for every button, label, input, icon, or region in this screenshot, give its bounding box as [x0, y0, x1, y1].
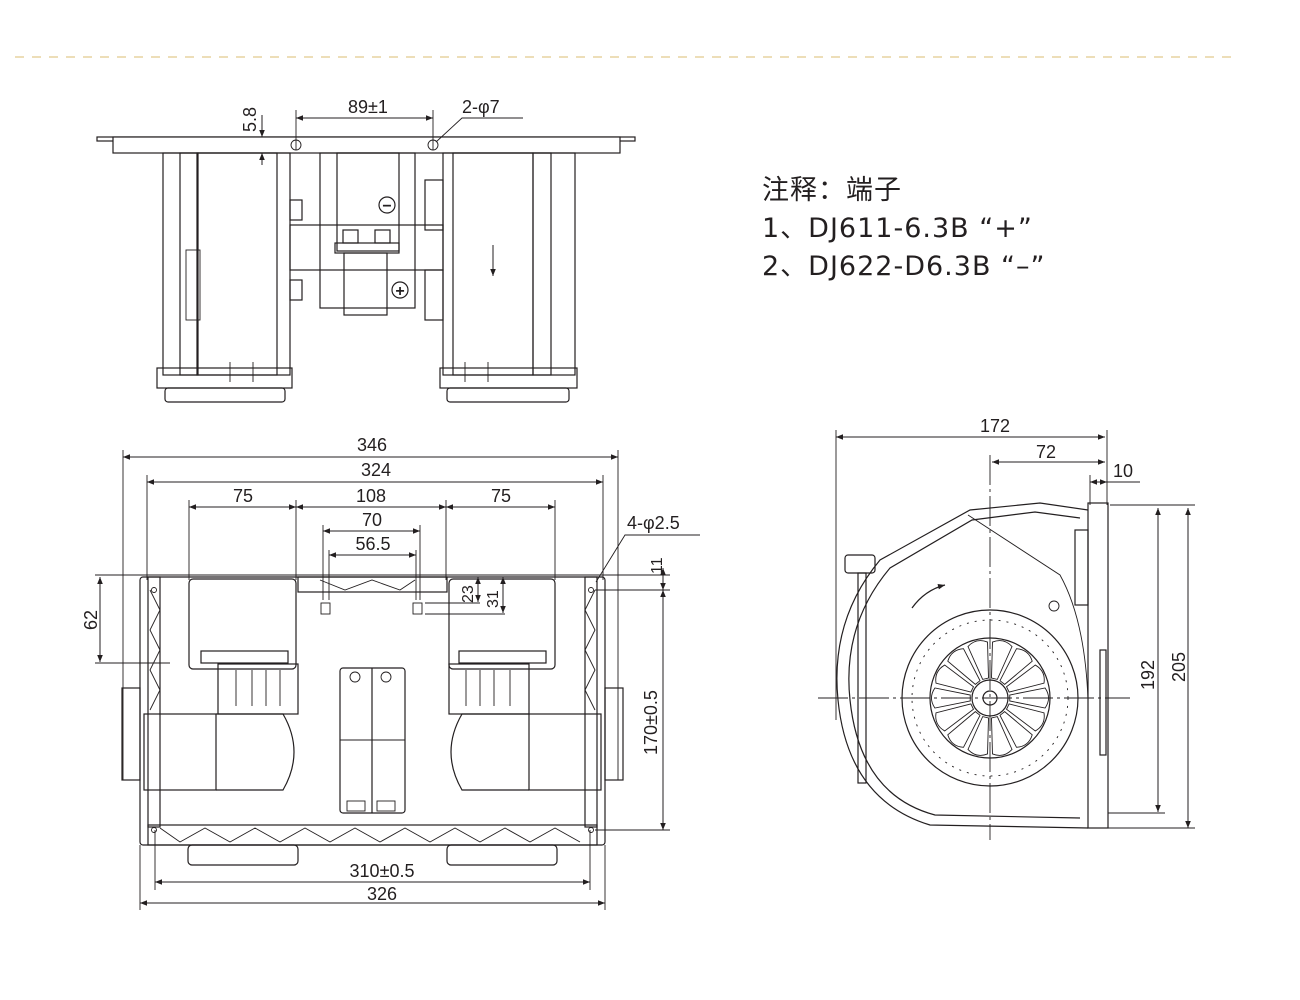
side-connector — [844, 554, 876, 574]
impeller-blade — [999, 648, 1033, 685]
top-view: − + 89±1 5.8 2-φ7 — [96, 97, 636, 403]
dim-right-outlet: 75 — [491, 486, 511, 506]
terminal-minus-icon: − — [378, 196, 396, 215]
impeller-blade — [1005, 664, 1045, 693]
dim-hole-spacing: 89±1 — [348, 97, 388, 117]
impeller-blade — [935, 664, 975, 693]
dim-axis-offset: 72 — [1036, 442, 1056, 462]
right-blower-housing — [439, 152, 578, 403]
center-motor — [289, 152, 444, 321]
left-outlet — [188, 578, 297, 670]
dim-plate-thickness: 5.8 — [240, 107, 260, 132]
dim-23: 23 — [460, 585, 477, 603]
rotation-arrow — [911, 583, 946, 609]
impeller-blade — [947, 711, 981, 748]
impeller-blade — [991, 640, 1013, 680]
svg-text:−: − — [382, 198, 391, 215]
dim-hole-pitch: 310±0.5 — [350, 861, 415, 881]
left-blower-housing — [156, 152, 293, 403]
front-view: 346 324 75 108 75 70 56.5 62 23 31 11 4-… — [81, 435, 700, 910]
dim-11: 11 — [649, 557, 666, 574]
impeller-blade — [967, 716, 989, 756]
note-item: 2、DJ622-D6.3B “–” — [762, 251, 1046, 282]
svg-text:+: + — [395, 283, 404, 300]
impeller-blade — [991, 716, 1013, 756]
terminal-plus-icon: + — [391, 281, 409, 300]
impeller-blade — [1009, 687, 1049, 709]
impeller-blade — [1005, 703, 1045, 732]
dim-31: 31 — [485, 590, 502, 608]
dim-flange: 10 — [1113, 461, 1133, 481]
dim-base: 326 — [367, 884, 397, 904]
dim-overall: 346 — [357, 435, 387, 455]
impeller-blade — [999, 711, 1033, 748]
impeller-blade — [931, 687, 971, 709]
dim-70: 70 — [362, 510, 382, 530]
terminal-notes: 注释：端子 1、DJ611-6.3B “+” 2、DJ622-D6.3B “–” — [762, 172, 1046, 286]
mounting-plate — [112, 136, 621, 154]
dim-body: 324 — [361, 460, 391, 480]
dim-205: 205 — [1169, 652, 1189, 682]
dim-192: 192 — [1138, 660, 1158, 690]
terminal-block — [339, 667, 406, 814]
scroll-housing — [836, 502, 1089, 829]
notes-title: 注释：端子 — [762, 175, 902, 206]
side-view: 172 72 10 192 205 — [818, 416, 1195, 840]
impeller-blades — [931, 640, 1049, 756]
note-item: 1、DJ611-6.3B “+” — [762, 213, 1033, 244]
dim-56-5: 56.5 — [355, 534, 390, 554]
impeller-blade — [935, 703, 975, 732]
dim-height: 170±0.5 — [641, 690, 661, 755]
dim-depth: 172 — [980, 416, 1010, 436]
dim-left-outlet: 75 — [233, 486, 253, 506]
dim-center: 108 — [356, 486, 386, 506]
dim-mount-holes: 4-φ2.5 — [627, 513, 680, 533]
impeller-blade — [967, 640, 989, 680]
side-flange — [1087, 502, 1109, 829]
dim-62: 62 — [81, 610, 101, 630]
impeller-blade — [947, 648, 981, 685]
mount-holes — [151, 587, 594, 833]
dim-holes: 2-φ7 — [462, 97, 500, 117]
